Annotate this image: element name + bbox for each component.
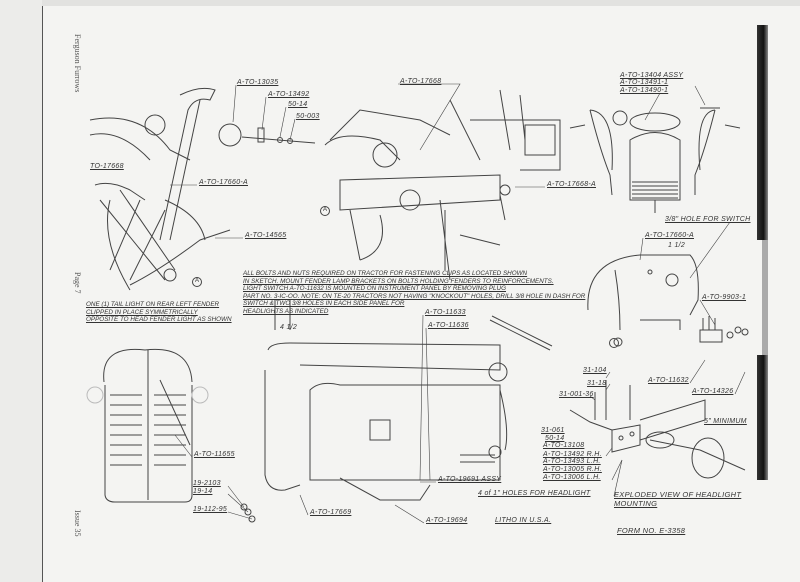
binding-shadow [762,240,768,355]
tractor-front-view [569,107,741,213]
part-label: A-TO-19691 ASSY [438,476,502,483]
part-label: A-TO-17660-A [645,232,694,239]
part-label: A-TO-13108 [543,442,585,449]
reference-marker-a: A [323,207,328,213]
page-gutter [0,0,43,582]
part-label: 5" MINIMUM [704,418,747,425]
part-label: 31-104 [583,367,607,374]
litho-label: LITHO IN U.S.A. [495,517,552,524]
part-label: A-TO-17668-A [547,181,596,188]
part-label: 50-14 [288,101,308,108]
part-label: 31-061 [541,427,565,434]
part-label: 3/8" HOLE FOR SWITCH [665,216,751,223]
part-label: 31-001-36 [559,391,594,398]
grille-front-view [86,348,209,503]
part-label: TO-17668 [90,163,124,170]
note-line: CLIPPED IN PLACE SYMMETRICALLY [86,308,198,316]
installation-note: ALL BOLTS AND NUTS REQUIRED ON TRACTOR F… [243,270,585,316]
part-label: A-TO-13490-1 [620,87,669,94]
part-label: A-TO-11655 [194,451,235,458]
note-line: LIGHT SWITCH A-TO-11632 IS MOUNTED ON IN… [243,285,506,293]
binding-shadow [757,25,768,240]
note-line: ONE (1) TAIL LIGHT ON REAR LEFT FENDER [86,301,220,308]
tail-light-note: ONE (1) TAIL LIGHT ON REAR LEFT FENDER C… [86,301,232,324]
part-label: A-TO-11636 [428,322,469,329]
tractor-side-view [240,300,553,523]
part-label: A-TO-13493 L.H. [543,458,601,465]
part-label: A-TO-13491-1 [620,79,669,86]
scan-shadow [42,0,800,6]
reference-marker-a: A [195,278,200,284]
part-label: A-TO-11632 [648,377,689,384]
part-label: A-TO-14565 [245,232,287,239]
note-line: ALL BOLTS AND NUTS REQUIRED ON TRACTOR F… [243,270,528,277]
part-label: 50-003 [296,113,320,120]
part-label: A-TO-13492 R.H. [543,451,602,458]
tractor-dash-side-view [324,89,561,281]
dimension-label: 1 1/2 [668,242,686,249]
part-label: A-TO-13035 [237,79,279,86]
part-label: 50-14 [545,435,565,442]
note-line: OPPOSITE TO HEAD FENDER LIGHT AS SHOWN [86,316,232,324]
form-number: FORM NO. E-3358 [617,526,686,535]
part-label: 19-14 [193,488,213,495]
part-label: 4 of 1" HOLES FOR HEADLIGHT [478,490,591,497]
part-label: A-TO-13006 L.H. [543,474,601,481]
part-label: A-TO-17668 [400,78,442,85]
part-label: A-TO-17669 [310,509,352,516]
part-label: 19-112-95 [193,506,228,513]
caption: MOUNTING [614,499,658,508]
binding-shadow [757,355,768,480]
part-label: A-TO-13492 [268,91,310,98]
part-label: 31-18 [587,380,607,387]
dimension-label: 4 1/2 [280,324,298,331]
headlight-exploded-view [569,380,746,479]
caption: EXPLODED VIEW OF HEADLIGHT [614,490,742,499]
part-label: A-TO-19694 [426,517,468,524]
part-label: A-TO-13404 ASSY [620,72,684,79]
part-label: A-TO-9903-1 [702,294,747,301]
note-line: PART NO. 3-IC-OO. NOTE: ON TE-20 TRACTOR… [243,292,586,300]
note-line: IN SKETCH. MOUNT FENDER LAMP BRACKETS ON… [243,277,554,285]
note-line: HEADLIGHTS AS INDICATED [243,307,329,315]
fender-lamp-assembly [89,87,316,291]
part-label: A-TO-13005 R.H. [543,466,602,473]
part-label: 19-2103 [193,480,221,487]
note-line: SWITCH & TWO 3/8 HOLES IN EACH SIDE PANE… [243,300,405,308]
part-label: A-TO-17660-A [199,179,248,186]
reference-markers [192,206,619,348]
part-label: A-TO-14326 [692,388,734,395]
part-label: A-TO-11633 [425,309,466,316]
leader-lines [170,83,746,524]
